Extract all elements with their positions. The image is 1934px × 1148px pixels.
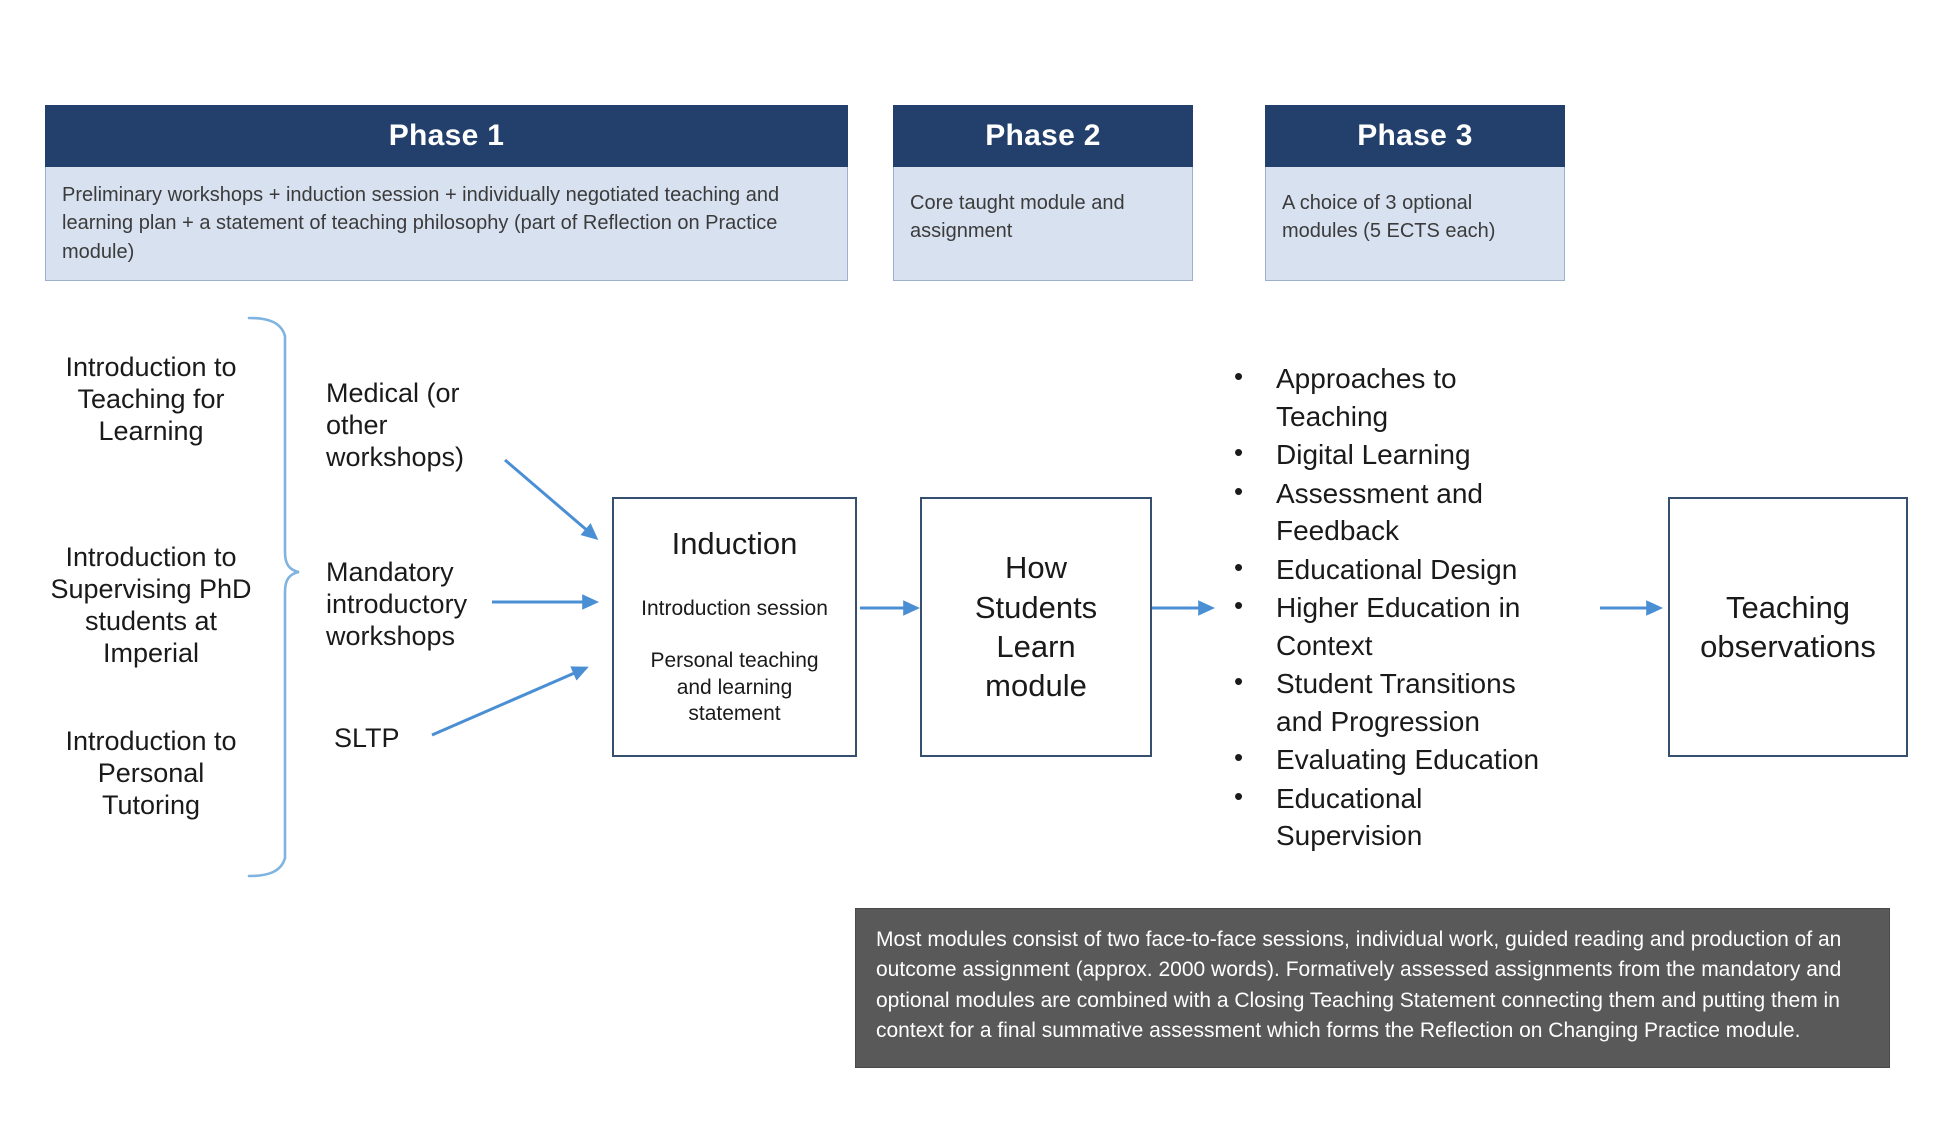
phase-1-title: Phase 1 (45, 105, 848, 167)
intro-course-supervising-phd: Introduction to Supervising PhD students… (50, 542, 252, 668)
optional-modules-list: Approaches to Teaching Digital Learning … (1230, 359, 1560, 856)
list-item[interactable]: Evaluating Education (1230, 740, 1560, 779)
footnote-text: Most modules consist of two face-to-face… (876, 928, 1842, 1043)
list-item[interactable]: Educational Supervision (1230, 779, 1560, 855)
phase-2-title: Phase 2 (893, 105, 1193, 167)
list-item[interactable]: Higher Education in Context (1230, 588, 1560, 664)
induction-box-line-2: Personal teaching and learning statement (650, 649, 819, 725)
phase-3-description: A choice of 3 optional modules (5 ECTS e… (1265, 167, 1565, 281)
list-item[interactable]: Student Transitions and Progression (1230, 664, 1560, 740)
list-item[interactable]: Educational Design (1230, 550, 1560, 589)
how-students-learn-box[interactable]: How Students Learn module (920, 497, 1152, 757)
phase-card-2: Phase 2 Core taught module and assignmen… (893, 105, 1193, 281)
workshop-mandatory-introductory: Mandatory introductory workshops (326, 557, 468, 651)
list-item[interactable]: Digital Learning (1230, 435, 1560, 474)
induction-box-title: Induction (671, 526, 798, 561)
phase-1-description: Preliminary workshops + induction sessio… (45, 167, 848, 281)
phase-card-1: Phase 1 Preliminary workshops + inductio… (45, 105, 848, 281)
how-students-learn-title: How Students Learn module (974, 550, 1098, 704)
intro-course-personal-tutoring: Introduction to Personal Tutoring (65, 726, 237, 820)
grouping-brace-icon (247, 316, 300, 878)
phase-3-title: Phase 3 (1265, 105, 1565, 167)
induction-box[interactable]: Induction Introduction session Personal … (612, 497, 857, 757)
teaching-observations-title: Teaching observations (1700, 589, 1876, 664)
intro-course-teaching-for-learning: Introduction to Teaching for Learning (65, 352, 237, 446)
workshop-medical-or-other: Medical (or other workshops) (326, 378, 465, 472)
list-item[interactable]: Approaches to Teaching (1230, 359, 1560, 435)
phase-card-3: Phase 3 A choice of 3 optional modules (… (1265, 105, 1565, 281)
teaching-observations-box[interactable]: Teaching observations (1668, 497, 1908, 757)
induction-box-line-1: Introduction session (641, 597, 828, 621)
phase-2-description: Core taught module and assignment (893, 167, 1193, 281)
workshop-sltp: SLTP (334, 723, 400, 753)
list-item[interactable]: Assessment and Feedback (1230, 474, 1560, 550)
footnote-box: Most modules consist of two face-to-face… (855, 908, 1890, 1068)
arrow-medical-to-induction (504, 458, 599, 540)
